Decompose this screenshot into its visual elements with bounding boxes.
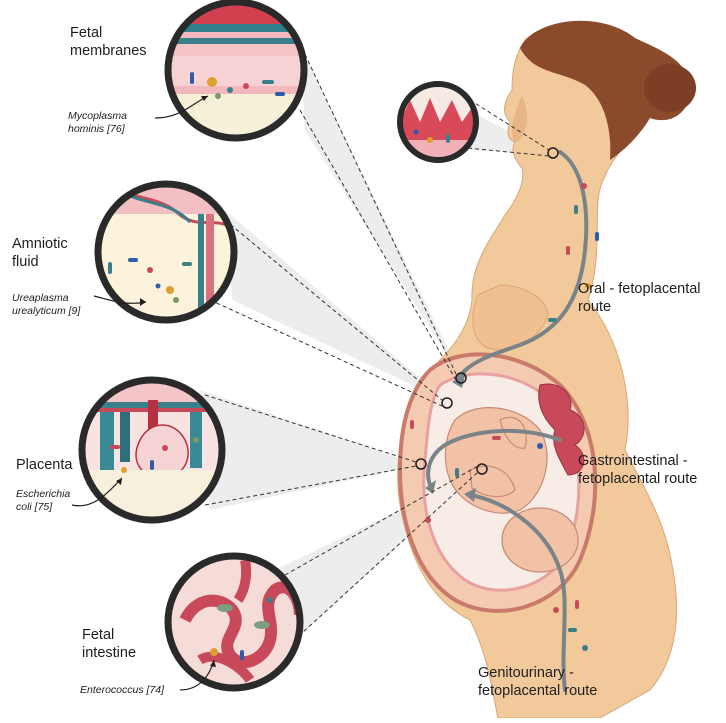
route-bacteria [410,183,599,651]
lens-oral-cavity [397,81,479,163]
label-fetal-intestine-line2: intestine [82,645,137,661]
route-arrowheads [425,372,476,502]
organism-escherichia-line1: Escherichia [16,488,71,500]
label-amniotic-fluid-line1: Amniotic [12,236,68,252]
organism-mycoplasma-line1: Mycoplasma [68,110,127,122]
organism-ureaplasma-line2: urealyticum [9] [12,305,81,317]
gi-route-path [426,428,562,487]
marker-fluid [441,397,453,409]
site-markers [415,147,559,475]
route-genitourinary-line1: Genitourinary - [478,665,574,681]
dashed-connectors [204,47,550,656]
face-shadow [512,95,527,142]
label-amniotic-fluid-line2: fluid [12,254,39,270]
hair [520,20,690,161]
label-placenta: Placenta [16,456,72,474]
cone-placenta [200,390,420,510]
route-oral-label: Oral - fetoplacental route [578,280,701,316]
label-fetal-membranes-line1: Fetal [70,25,103,41]
lens-fetal-membranes [164,0,308,142]
label-fetal-intestine-line1: Fetal [82,627,115,643]
hair-bun [644,64,696,112]
label-fetal-membranes-line2: membranes [70,43,147,59]
organism-enterococcus: Enterococcus [74] [80,684,164,697]
organism-escherichia-line2: coli [75] [16,501,53,513]
route-gastrointestinal-label: Gastrointestinal - fetoplacental route [578,452,697,488]
organism-escherichia: Escherichia coli [75] [16,488,70,514]
organism-mycoplasma: Mycoplasma hominis [76] [68,110,127,136]
route-genitourinary-line2: fetoplacental route [478,683,598,699]
lens-amniotic-fluid [94,180,238,324]
organism-ureaplasma-line1: Ureaplasma [12,292,69,304]
marker-membranes [455,372,467,384]
route-oral-line1: Oral - fetoplacental [578,281,701,297]
label-amniotic-fluid: Amniotic fluid [12,235,68,271]
cone-fluid [225,210,448,402]
marker-placenta [415,458,427,470]
organism-callout-heads [116,96,216,667]
label-fetal-membranes: Fetal membranes [70,24,147,60]
organism-ureaplasma: Ureaplasma urealyticum [9] [12,292,80,318]
route-gastrointestinal-line2: fetoplacental route [578,471,698,487]
route-genitourinary-label: Genitourinary - fetoplacental route [478,664,597,700]
lens-placenta [78,376,226,524]
route-oral-line2: route [578,299,612,315]
intestine-loops [538,383,585,476]
organism-enterococcus-line1: Enterococcus [74] [80,684,165,696]
cone-membranes [300,45,462,378]
organism-mycoplasma-line2: hominis [76] [68,123,125,135]
genitourinary-route-path [468,493,567,692]
marker-intestine [476,463,488,475]
label-fetal-intestine: Fetal intestine [82,626,136,662]
marker-mouth [547,147,559,159]
lens-fetal-intestine [164,552,304,692]
label-placenta-line1: Placenta [16,457,73,473]
route-gastrointestinal-line1: Gastrointestinal - [578,453,688,469]
